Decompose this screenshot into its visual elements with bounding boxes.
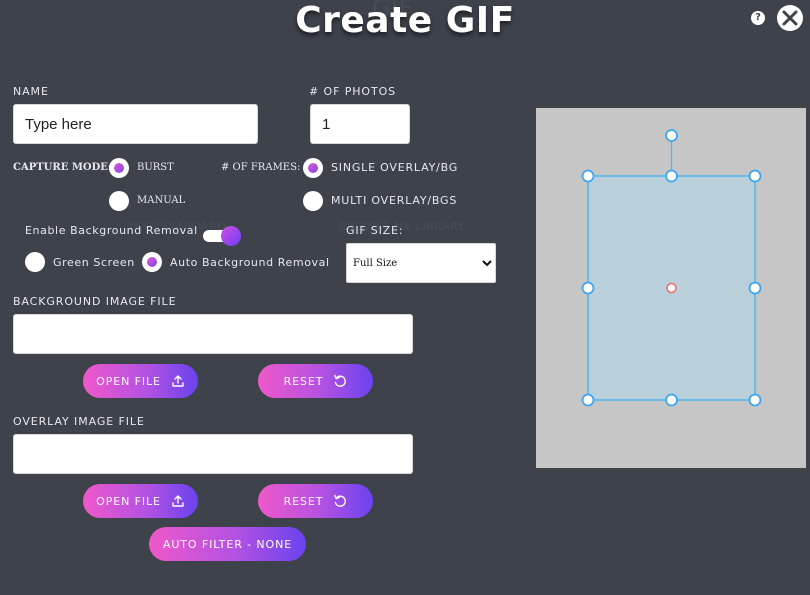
center-point	[666, 282, 677, 294]
bg-removal-toggle[interactable]	[203, 226, 241, 246]
reset-label: RESET	[283, 494, 324, 508]
resize-handle-bottom-left[interactable]	[581, 393, 595, 407]
open-file-label: OPEN FILE	[96, 494, 161, 508]
background-file-label: BACKGROUND IMAGE FILE	[13, 295, 177, 308]
resize-handle-right[interactable]	[748, 281, 762, 295]
name-label: NAME	[13, 85, 49, 98]
page-title: Create GIF	[295, 0, 515, 41]
background-gif-label: GIF	[372, 0, 413, 22]
resize-handle-left[interactable]	[581, 281, 595, 295]
auto-bg-removal-radio[interactable]	[142, 252, 162, 272]
capture-manual-label: MANUAL	[137, 195, 186, 206]
resize-handle-top-right[interactable]	[748, 169, 762, 183]
close-icon	[782, 10, 798, 26]
reset-icon	[334, 374, 347, 387]
capture-manual-radio[interactable]	[109, 191, 129, 211]
frames-label: # OF FRAMES:	[221, 162, 301, 173]
transform-frame[interactable]	[536, 108, 806, 468]
upload-icon	[172, 495, 184, 507]
overlay-file-input[interactable]	[13, 434, 413, 474]
auto-filter-button[interactable]: AUTO FILTER - NONE	[149, 527, 306, 561]
frames-single-radio[interactable]	[303, 158, 323, 178]
resize-handle-bottom[interactable]	[665, 393, 678, 407]
gif-size-select[interactable]: Full Size	[346, 243, 496, 283]
preview-canvas[interactable]	[536, 108, 806, 468]
overlay-open-file-button[interactable]: OPEN FILE	[83, 484, 198, 518]
upload-icon	[172, 375, 184, 387]
resize-handle-top-left[interactable]	[581, 169, 595, 183]
rotate-handle[interactable]	[665, 129, 678, 142]
auto-bg-removal-label: Auto Background Removal	[170, 256, 330, 269]
capture-burst-radio[interactable]	[109, 158, 129, 178]
capture-burst-label: BURST	[137, 162, 174, 173]
background-open-file-button[interactable]: OPEN FILE	[83, 364, 198, 398]
name-input[interactable]	[13, 104, 258, 144]
overlay-file-label: OVERLAY IMAGE FILE	[13, 415, 145, 428]
frames-multi-label: MULTI OVERLAY/BGS	[331, 194, 458, 207]
capture-mode-label: CAPTURE MODE:	[13, 162, 112, 173]
gif-size-label: GIF SIZE:	[346, 224, 404, 237]
reset-label: RESET	[283, 374, 324, 388]
close-button[interactable]	[777, 5, 803, 31]
resize-handle-top[interactable]	[665, 169, 678, 183]
reset-icon	[334, 494, 347, 507]
photos-input[interactable]	[310, 104, 410, 144]
toggle-knob	[221, 226, 241, 246]
background-file-input[interactable]	[13, 314, 413, 354]
auto-filter-label: AUTO FILTER - NONE	[162, 537, 293, 551]
frames-multi-radio[interactable]	[303, 191, 323, 211]
open-file-label: OPEN FILE	[96, 374, 161, 388]
background-standard-label: TAKE STANDARD	[128, 220, 227, 233]
green-screen-label: Green Screen	[53, 256, 135, 269]
bg-removal-label: Enable Background Removal	[25, 224, 198, 237]
background-reset-button[interactable]: RESET	[258, 364, 373, 398]
frames-single-label: SINGLE OVERLAY/BG	[331, 161, 459, 174]
photos-label: # OF PHOTOS	[309, 85, 397, 98]
resize-handle-bottom-right[interactable]	[748, 393, 762, 407]
background-library-label: BROWSE MY LIBRARY	[339, 220, 465, 233]
overlay-reset-button[interactable]: RESET	[258, 484, 373, 518]
green-screen-radio[interactable]	[25, 252, 45, 272]
help-icon[interactable]: ?	[751, 11, 765, 25]
